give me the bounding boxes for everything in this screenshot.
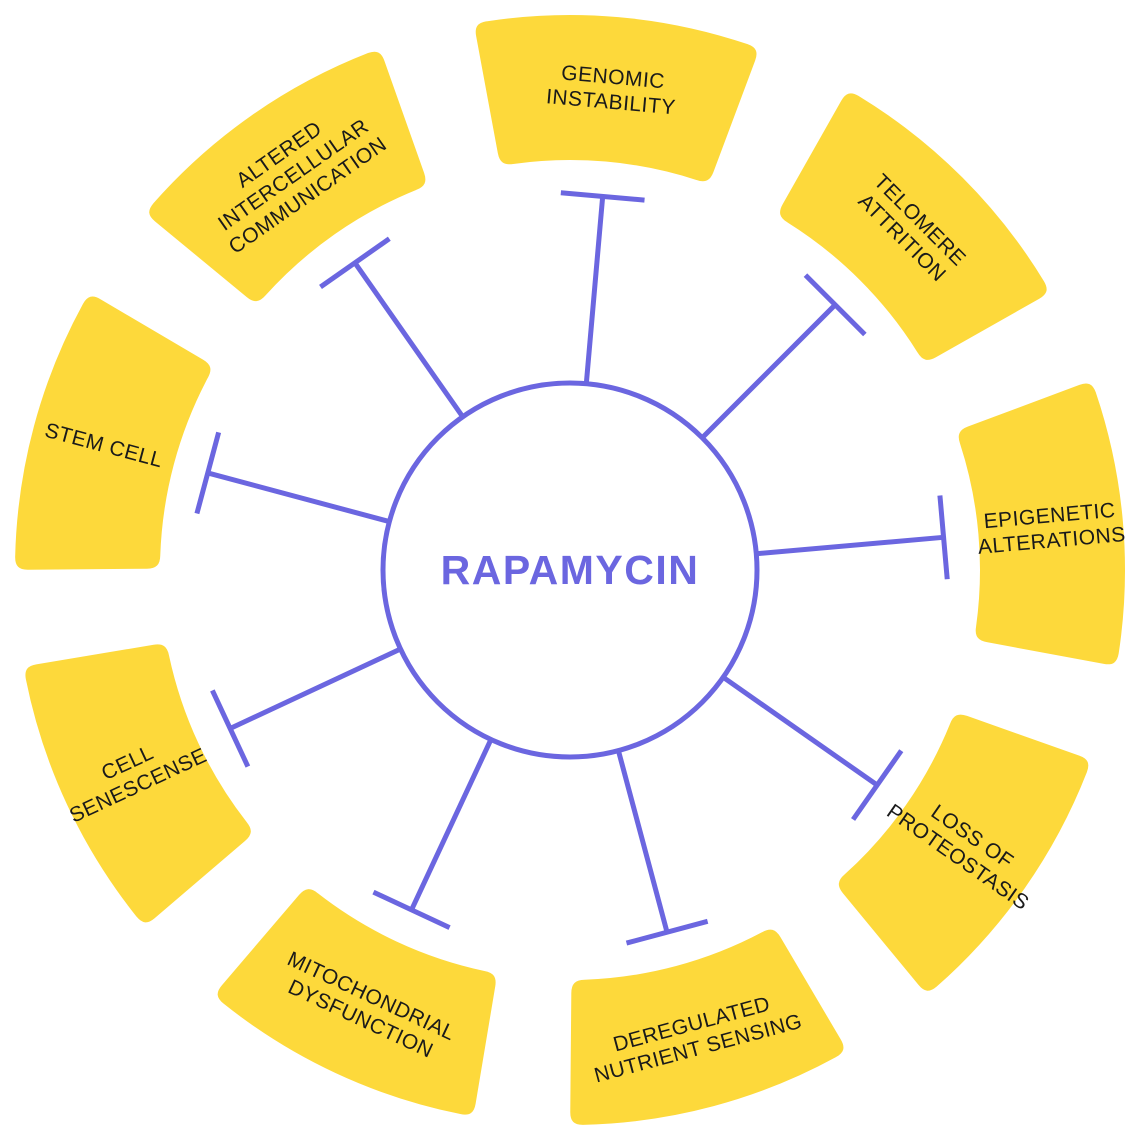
inhibitor-bar (372, 889, 451, 930)
segment-stem-cell: STEM CELL (5, 286, 221, 580)
segment-shape-telomere-attrition (770, 83, 1057, 370)
inhibitor-bar (560, 190, 645, 203)
inhibitor-deregulated-nutrient-sensing (615, 749, 709, 946)
segment-cell-senescense: CELLSENESCENSE (15, 634, 261, 933)
segment-shape-epigenetic-alterations (948, 373, 1135, 675)
segment-shape-mitochondrial-dysfunction (207, 879, 506, 1125)
inhibitor-stem (721, 675, 879, 788)
inhibitor-bar (803, 273, 867, 337)
inhibitor-bar (625, 918, 709, 946)
inhibitor-bar (851, 749, 904, 821)
inhibitor-stem (207, 470, 391, 525)
segment-shape-deregulated-nutrient-sensing (560, 919, 854, 1135)
segment-shape-altered-intercellular-communication (139, 41, 436, 312)
inhibitor-stem (700, 303, 837, 440)
inhibitor-bar (937, 495, 950, 580)
segment-mitochondrial-dysfunction: MITOCHONDRIALDYSFUNCTION (207, 879, 506, 1125)
segment-loss-of-proteostasis: LOSS OFPROTEOSTASIS (828, 704, 1099, 1001)
inhibitor-altered-intercellular-communication (319, 236, 465, 419)
segment-deregulated-nutrient-sensing: DEREGULATEDNUTRIENT SENSING (560, 919, 854, 1135)
inhibitor-bar (210, 689, 251, 768)
inhibitor-telomere-attrition (700, 273, 867, 440)
inhibitor-stem (409, 738, 494, 911)
inhibitor-loss-of-proteostasis (721, 675, 904, 821)
inhibitor-bar (319, 236, 391, 289)
center-node: RAPAMYCIN (380, 380, 760, 760)
segment-shape-stem-cell (5, 286, 221, 580)
segment-genomic-instability: GENOMICINSTABILITY (465, 5, 767, 192)
inhibition-arrows (194, 190, 950, 946)
segment-altered-intercellular-communication: ALTEREDINTERCELLULARCOMMUNICATION (139, 41, 436, 312)
inhibitor-genomic-instability (560, 190, 645, 384)
segment-epigenetic-alterations: EPIGENETICALTERATIONS (948, 373, 1135, 675)
inhibitor-mitochondrial-dysfunction (372, 738, 494, 930)
segment-shape-cell-senescense (15, 634, 261, 933)
segment-telomere-attrition: TELOMEREATTRITION (770, 83, 1057, 370)
inhibitor-stem (583, 196, 606, 384)
inhibitor-stem (615, 749, 670, 933)
segment-shape-genomic-instability (465, 5, 767, 192)
inhibitor-cell-senescense (210, 646, 402, 768)
inhibitor-stem-cell (194, 431, 391, 525)
inhibitor-stem (352, 261, 465, 419)
inhibitor-epigenetic-alterations (756, 495, 950, 580)
segment-shape-loss-of-proteostasis (828, 704, 1099, 1001)
center-circle (380, 380, 760, 760)
inhibitor-stem (756, 534, 944, 557)
inhibitor-stem (229, 646, 402, 731)
center-label: RAPAMYCIN (441, 547, 700, 593)
inhibitor-bar (194, 431, 222, 515)
